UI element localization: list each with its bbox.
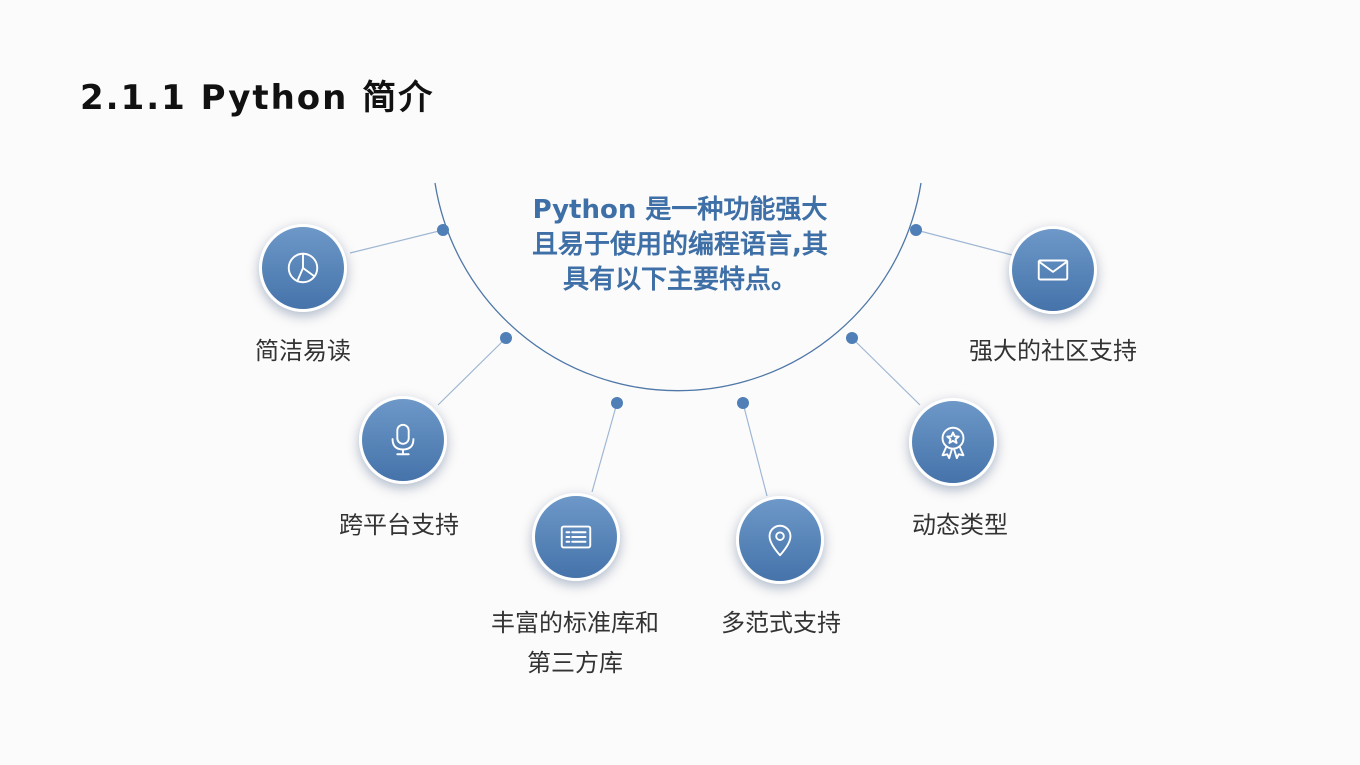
connector-line-5: [851, 337, 921, 406]
connector-line-4: [742, 402, 768, 497]
connector-line-3: [591, 402, 618, 493]
arc-node-6: [910, 224, 922, 236]
microphone-icon: [383, 420, 423, 460]
feature-label-dynamic-typing: 动态类型: [912, 511, 1008, 539]
center-arc: [434, 182, 922, 392]
location-pin-icon: [760, 520, 800, 560]
feature-label-multi-paradigm: 多范式支持: [721, 609, 841, 637]
award-badge-icon: [933, 422, 973, 462]
feature-circle-community: [1009, 226, 1097, 314]
arc-node-5: [846, 332, 858, 344]
feature-circle-standard-library: [532, 493, 620, 581]
page-title: 2.1.1 Python 简介: [80, 78, 435, 118]
mail-icon: [1033, 250, 1073, 290]
feature-circle-dynamic-typing: [909, 398, 997, 486]
feature-label-community: 强大的社区支持: [969, 337, 1137, 365]
feature-circle-easy-to-read: [259, 224, 347, 312]
connector-line-2: [437, 337, 507, 406]
feature-label-easy-to-read: 简洁易读: [255, 337, 351, 365]
arc-node-1: [437, 224, 449, 236]
arc-node-3: [611, 397, 623, 409]
list-card-icon: [556, 517, 596, 557]
center-description: Python 是一种功能强大且易于使用的编程语言,其具有以下主要特点。: [532, 195, 828, 295]
feature-circle-cross-platform: [359, 396, 447, 484]
connector-line-1: [349, 229, 444, 254]
arc-node-2: [500, 332, 512, 344]
feature-circle-multi-paradigm: [736, 496, 824, 584]
arc-node-4: [737, 397, 749, 409]
pie-chart-icon: [283, 248, 323, 288]
feature-label-cross-platform: 跨平台支持: [339, 511, 459, 539]
connector-line-6: [915, 229, 1013, 256]
feature-label-standard-library: 丰富的标准库和 第三方库: [491, 609, 659, 677]
